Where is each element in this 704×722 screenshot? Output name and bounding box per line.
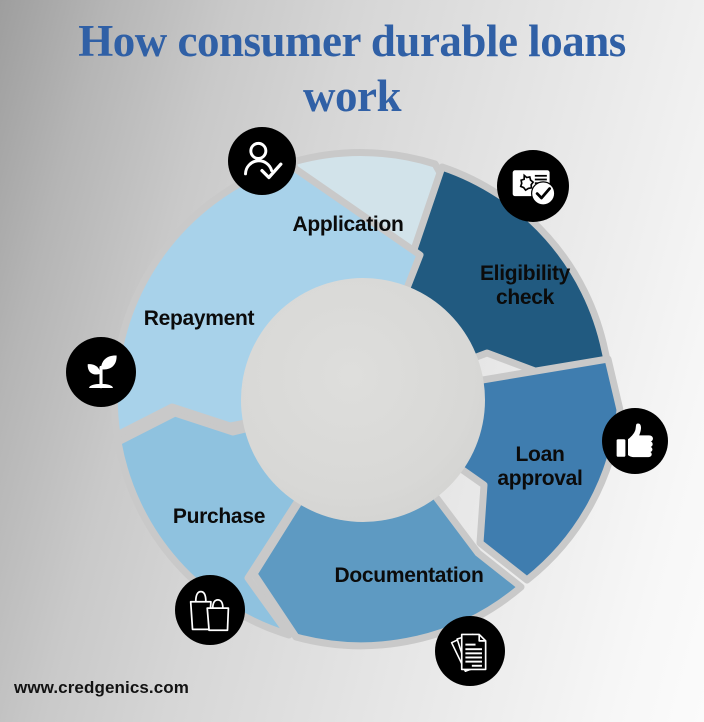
segment-label-purchase: Purchase bbox=[172, 505, 266, 528]
shopping-bags-icon bbox=[187, 587, 233, 633]
segment-label-application: Application bbox=[292, 213, 404, 236]
certificate-check-icon bbox=[509, 162, 557, 210]
thumbs-up-icon bbox=[614, 420, 656, 462]
segment-label-repayment: Repayment bbox=[143, 307, 255, 330]
thumbs-up-icon-badge[interactable] bbox=[602, 408, 668, 474]
user-check-icon-badge[interactable] bbox=[228, 127, 296, 195]
user-check-icon bbox=[240, 139, 284, 183]
seedling-icon bbox=[79, 350, 123, 394]
website-url: www.credgenics.com bbox=[14, 678, 190, 697]
seedling-icon-badge[interactable] bbox=[66, 337, 136, 407]
documents-stack-icon-badge[interactable] bbox=[435, 616, 505, 686]
certificate-check-icon-badge[interactable] bbox=[497, 150, 569, 222]
page-title: How consumer durable loans work bbox=[78, 16, 626, 121]
donut-center-circle bbox=[241, 278, 485, 522]
documents-stack-icon bbox=[447, 628, 493, 674]
segment-documentation[interactable] bbox=[250, 396, 525, 650]
shopping-bags-icon-badge[interactable] bbox=[175, 575, 245, 645]
segment-label-eligibility-check: Eligibility check bbox=[479, 262, 571, 309]
segment-label-loan-approval: Loan approval bbox=[497, 443, 583, 490]
segment-label-documentation: Documentation bbox=[334, 564, 484, 587]
